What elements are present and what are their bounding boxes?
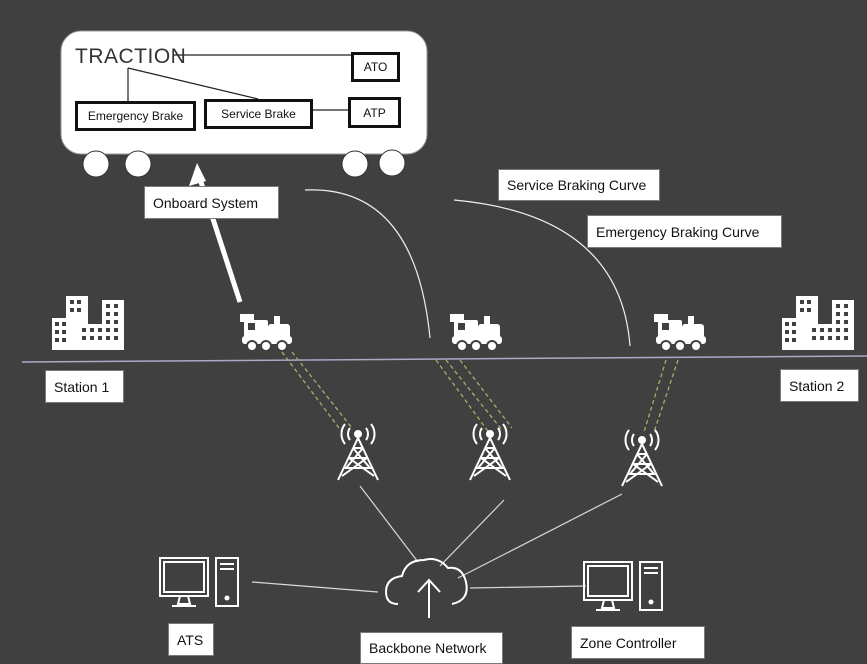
railway-track (21, 355, 867, 363)
antenna-2-icon (469, 423, 511, 481)
station-1-label: Station 1 (45, 370, 124, 403)
traction-label: TRACTION (75, 45, 187, 68)
emergency-braking-curve-label: Emergency Braking Curve (587, 215, 782, 248)
onboard-system-label: Onboard System (144, 186, 279, 219)
cloud-upload-icon (384, 558, 468, 618)
braking-curve (453, 199, 631, 347)
onboard-curve (304, 189, 431, 339)
onboard-arrow-head (189, 163, 206, 186)
train-unit-wheels (82, 149, 406, 178)
emergency-brake-box: Emergency Brake (75, 101, 196, 131)
train-3-icon (653, 313, 707, 352)
network-lines (251, 485, 623, 593)
train-2-icon (449, 313, 503, 352)
zone-controller-computer-icon (583, 561, 663, 611)
train-unit-connections (127, 54, 351, 111)
antenna-3-icon (621, 429, 663, 487)
ato-box: ATO (351, 52, 400, 82)
station-2-building-icon (782, 296, 854, 350)
train-1-icon (239, 313, 293, 352)
station-1-building-icon (52, 296, 124, 350)
radio-links (281, 351, 679, 435)
backbone-network-label: Backbone Network (360, 632, 503, 664)
service-brake-box: Service Brake (204, 99, 313, 129)
station-2-label: Station 2 (780, 369, 859, 402)
ats-computer-icon (159, 557, 239, 607)
atp-box: ATP (348, 97, 401, 128)
antenna-1-icon (337, 423, 379, 481)
ats-label: ATS (168, 623, 214, 656)
zone-controller-label: Zone Controller (571, 626, 705, 659)
service-braking-curve-label: Service Braking Curve (498, 169, 660, 201)
